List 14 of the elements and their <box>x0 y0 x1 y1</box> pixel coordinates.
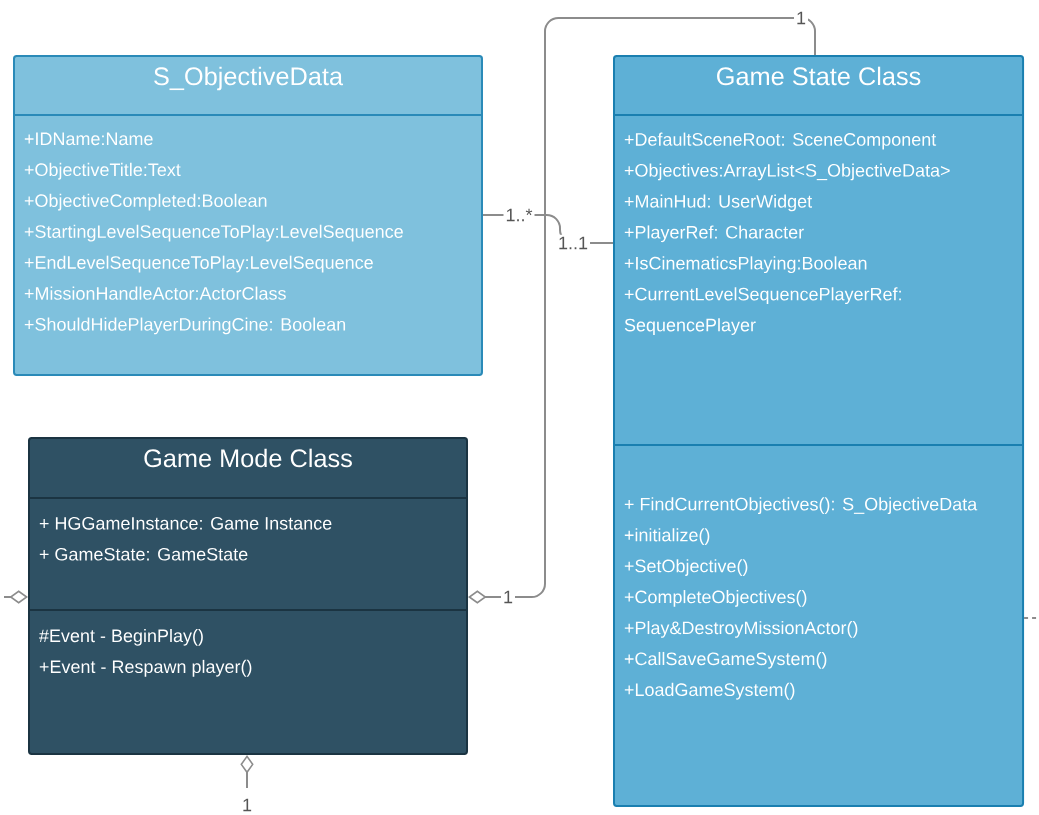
multiplicity-label: 1..1 <box>556 234 590 252</box>
method-compartment: + FindCurrentObjectives(): S_ObjectiveData +initialize() +SetObjective() +CompleteObjectives() +Play&DestroyMissionActor() +CallSaveGameSystem() +LoadGameSystem() <box>624 497 978 700</box>
association-line <box>1023 617 1039 619</box>
multiplicity-label: 1 <box>794 9 808 27</box>
multiplicity-label: 1..* <box>503 206 535 224</box>
multiplicity-label: 1 <box>240 796 254 814</box>
multiplicity-label: 1 <box>501 588 515 606</box>
aggregation-line <box>3 590 28 604</box>
aggregation-line <box>468 17 816 604</box>
aggregation-line <box>240 755 254 789</box>
attribute-compartment: +DefaultSceneRoot: SceneComponent +Objectives:ArrayList<S_ObjectiveData> +MainHud: UserWidget +PlayerRef: Character +IsCinematicsPlaying:Boolean +CurrentLevelSequencePlayerRef: SequencePlayer <box>624 132 950 335</box>
attribute-compartment: + HGGameInstance: Game Instance + GameState: GameState <box>39 516 332 561</box>
attribute-compartment: +IDName:Name +ObjectiveTitle:Text +ObjectiveCompleted:Boolean +StartingLevelSequenceToPlay:LevelSequence +EndLevelSequenceToPlay:LevelSequence +MissionHandleActor:ActorClass +ShouldHidePlayerDuringCine: Boolean <box>24 132 403 335</box>
method-compartment: #Event - BeginPlay() +Event - Respawn player() <box>39 628 252 677</box>
